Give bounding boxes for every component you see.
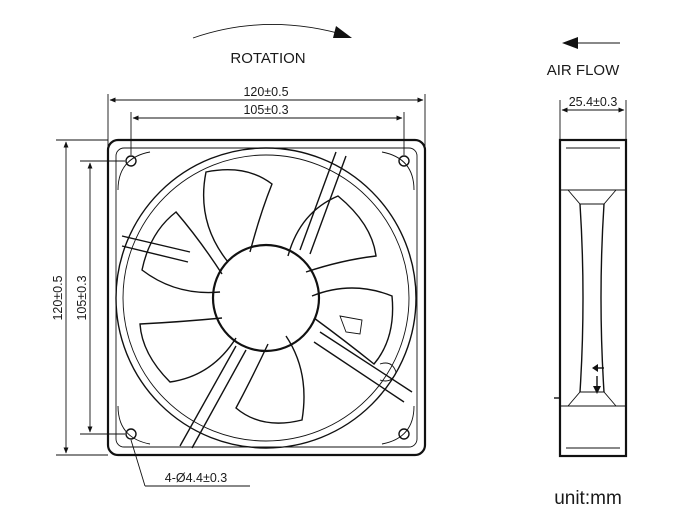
airflow-indicator: AIR FLOW	[547, 37, 620, 79]
rotation-arrow-icon	[192, 24, 349, 39]
fan-venturi-inner	[122, 154, 410, 442]
side-view-body	[558, 138, 628, 458]
dim-hole-spacing-height: 105±0.3	[75, 160, 125, 435]
mounting-hole-icon	[398, 428, 410, 440]
dim-outer-height: 120±0.5	[51, 139, 108, 456]
mounting-hole-callout: 4-Ø4.4±0.3	[130, 439, 250, 487]
mounting-holes	[125, 155, 410, 440]
rotation-label: ROTATION	[230, 50, 305, 67]
airflow-label: AIR FLOW	[547, 62, 620, 79]
fan-blades	[139, 169, 394, 424]
unit-label: unit:mm	[554, 488, 622, 509]
support-struts	[121, 151, 413, 449]
mounting-hole-icon	[125, 428, 137, 440]
dim-depth: 25.4±0.3	[559, 95, 627, 140]
dim-outer-width: 120±0.5	[107, 85, 426, 150]
depth-value: 25.4±0.3	[569, 95, 618, 109]
hole-spacing-height-value: 105±0.3	[75, 275, 89, 320]
outer-height-value: 120±0.5	[51, 275, 65, 320]
fan-frame-inner	[115, 147, 418, 448]
rotation-arrow-head-icon	[333, 26, 352, 38]
mounting-hole-icon	[125, 155, 137, 167]
rotation-indicator: ROTATION	[192, 24, 352, 67]
fan-front-view	[106, 138, 427, 457]
mounting-hole-icon	[398, 155, 410, 167]
fan-side-view	[554, 138, 628, 458]
fan-hub	[211, 243, 321, 353]
mounting-holes-value: 4-Ø4.4±0.3	[165, 471, 227, 485]
fan-venturi	[115, 147, 417, 449]
airflow-arrow-head-icon	[562, 37, 578, 49]
dim-hole-spacing-width: 105±0.3	[130, 103, 405, 155]
outer-width-value: 120±0.5	[243, 85, 288, 99]
hole-spacing-width-value: 105±0.3	[243, 103, 288, 117]
fan-frame-outer	[106, 138, 427, 457]
